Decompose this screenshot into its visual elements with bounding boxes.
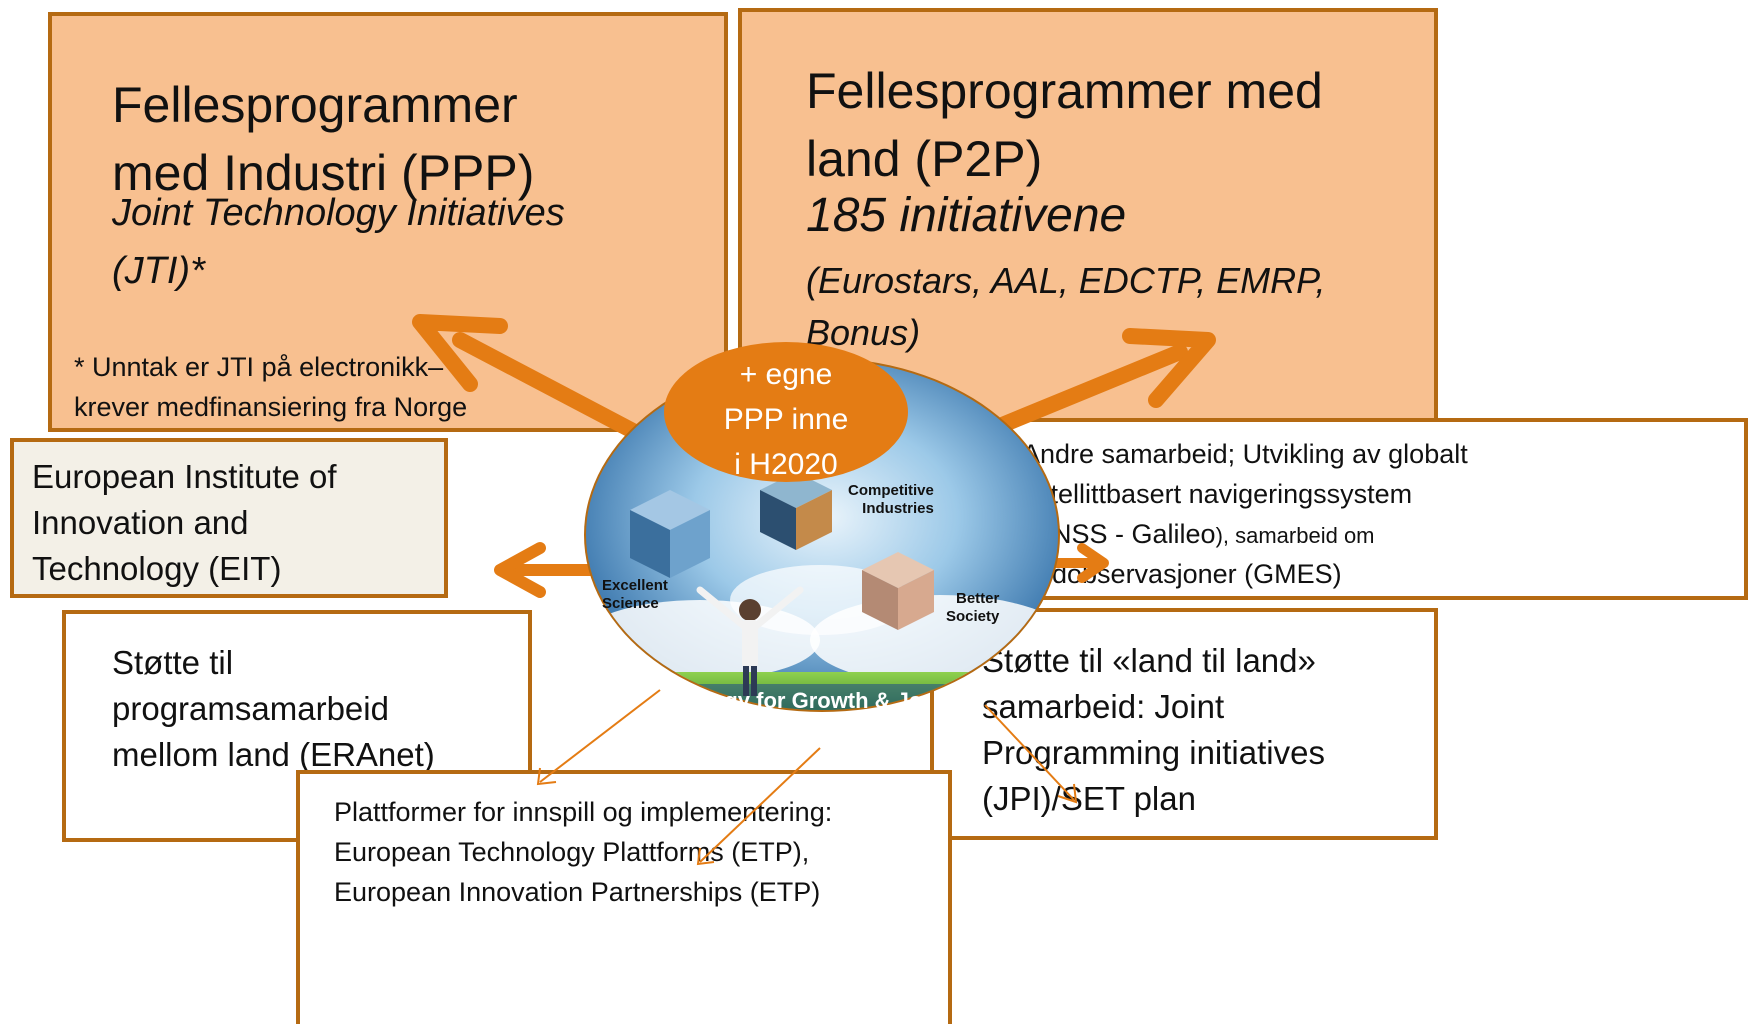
galileo-box: Andre samarbeid; Utvikling av globalt sa… bbox=[1002, 418, 1748, 600]
ppp-subtitle-line2: (JTI)* bbox=[112, 250, 205, 292]
cube-better-society bbox=[862, 552, 934, 630]
ppp-note-line2: krever medfinansiering fra Norge bbox=[74, 392, 468, 422]
galileo-line2: satellittbasert navigeringssystem bbox=[1022, 479, 1413, 509]
center-oval bbox=[664, 342, 908, 482]
globe-label-excellent: Excellent Science bbox=[602, 577, 668, 613]
eranet-line3: mellom land (ERAnet) bbox=[112, 736, 435, 773]
jpi-line4: (JPI)/SET plan bbox=[982, 780, 1196, 817]
eit-line2: Innovation and bbox=[32, 504, 249, 541]
globe-label-competitive-1: Competitive bbox=[848, 482, 934, 499]
platforms-line1: Plattformer for innspill og implementeri… bbox=[334, 797, 833, 827]
platforms-line2: European Technology Plattforms (ETP), bbox=[334, 837, 810, 867]
eit-line3: Technology (EIT) bbox=[32, 550, 282, 587]
jpi-line2: samarbeid: Joint bbox=[982, 688, 1225, 725]
arrow-to-eit bbox=[494, 542, 596, 598]
center-oval-line2: PPP inne bbox=[723, 403, 849, 436]
globe-banner-text: Strategy for Growth & Jo bbox=[662, 688, 923, 713]
p2p-subtitle: 185 initiativene bbox=[806, 189, 1127, 242]
ppp-box: Fellesprogrammer med Industri (PPP) Join… bbox=[48, 12, 728, 432]
eranet-line1: Støtte til bbox=[112, 644, 234, 681]
p2p-title-line1: Fellesprogrammer med bbox=[806, 63, 1323, 119]
ppp-note-line1: * Unntak er JTI på electronikk– bbox=[74, 352, 444, 382]
globe-label-competitive: Competitive Industries bbox=[848, 482, 934, 518]
arrow-to-ppp bbox=[412, 314, 658, 448]
platforms-box: Plattformer for innspill og implementeri… bbox=[296, 770, 952, 1024]
arrow-to-galileo bbox=[1045, 543, 1109, 583]
globe-label-competitive-2: Industries bbox=[862, 500, 934, 517]
globe-label-better: Better Society bbox=[946, 590, 999, 626]
arrow-to-jpi bbox=[984, 704, 1078, 804]
p2p-examples-line1: (Eurostars, AAL, EDCTP, EMRP, bbox=[806, 260, 1326, 301]
globe-label-better-2: Society bbox=[946, 608, 1000, 625]
galileo-line3-b: ), samarbeid om bbox=[1215, 523, 1375, 548]
jpi-box: Støtte til «land til land» samarbeid: Jo… bbox=[930, 608, 1438, 840]
cube-excellent-science bbox=[630, 490, 710, 578]
person-figure bbox=[696, 586, 804, 696]
ppp-title-line2: med Industri (PPP) bbox=[112, 145, 535, 201]
eit-line1: European Institute of bbox=[32, 458, 337, 495]
globe-label-excellent-2: Science bbox=[602, 595, 659, 612]
ppp-subtitle-line1: Joint Technology Initiatives bbox=[112, 192, 565, 234]
center-oval-line1: + egne bbox=[739, 358, 833, 391]
globe-label-excellent-1: Excellent bbox=[602, 577, 668, 594]
galileo-line1: Andre samarbeid; Utvikling av globalt bbox=[1022, 439, 1468, 469]
center-oval-line3: i H2020 bbox=[734, 448, 838, 481]
platforms-line3: European Innovation Partnerships (ETP) bbox=[334, 877, 821, 907]
center-oval-text: + egne PPP inne i H2020 bbox=[664, 352, 908, 487]
eranet-line2: programsamarbeid bbox=[112, 690, 389, 727]
globe-label-better-1: Better bbox=[956, 590, 1000, 607]
p2p-title-line2: land (P2P) bbox=[806, 131, 1043, 187]
jpi-line1: Støtte til «land til land» bbox=[982, 642, 1316, 679]
arrow-to-eranet bbox=[536, 689, 661, 786]
eit-box: European Institute of Innovation and Tec… bbox=[10, 438, 448, 598]
arrow-to-p2p bbox=[982, 328, 1216, 438]
arrow-to-platforms bbox=[696, 747, 821, 866]
ppp-title-line1: Fellesprogrammer bbox=[112, 77, 518, 133]
jpi-line3: Programming initiatives bbox=[982, 734, 1325, 771]
